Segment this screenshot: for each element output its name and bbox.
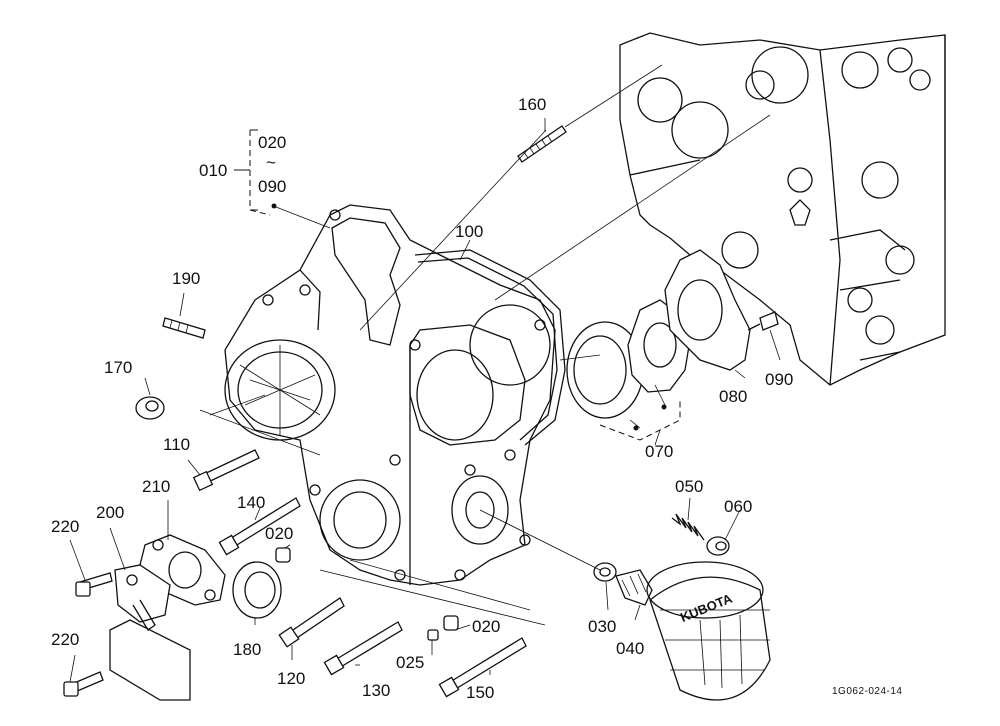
plug-060 <box>706 536 730 556</box>
bolt-130 <box>323 621 403 676</box>
callout-020-low: 020 <box>472 617 500 636</box>
stud-160 <box>517 125 567 163</box>
leader-lines <box>69 64 781 683</box>
callout-190: 190 <box>172 269 200 288</box>
callout-180: 180 <box>233 640 261 659</box>
bolt-110 <box>192 449 260 492</box>
callout-100: 100 <box>455 222 483 241</box>
callout-050: 050 <box>675 477 703 496</box>
callout-060: 060 <box>724 497 752 516</box>
oil-seal-180 <box>232 561 282 619</box>
callout-020-mid: 020 <box>265 524 293 543</box>
plug-020-mid <box>275 547 291 563</box>
callout-120: 120 <box>277 669 305 688</box>
callout-070: 070 <box>645 442 673 461</box>
callout-160: 160 <box>518 95 546 114</box>
oil-filter: KUBOTA <box>646 561 771 701</box>
callout-025: 025 <box>396 653 424 672</box>
callout-040: 040 <box>616 639 644 658</box>
bolt-220-lower <box>63 671 104 697</box>
plug-020-low <box>443 615 459 631</box>
dot-070b <box>661 404 667 410</box>
callout-200: 200 <box>96 503 124 522</box>
spring-050 <box>671 513 705 541</box>
plug-025 <box>427 629 439 641</box>
callout-030: 030 <box>588 617 616 636</box>
callout-170: 170 <box>104 358 132 377</box>
washer-030 <box>593 562 617 582</box>
flange-200 <box>114 564 171 631</box>
dot-070a <box>633 425 639 431</box>
callout-110: 110 <box>163 435 190 454</box>
callout-150: 150 <box>466 683 494 702</box>
bolt-140 <box>218 497 301 556</box>
figure-code: 1G062-024-14 <box>832 686 903 697</box>
dot-010 <box>271 203 277 209</box>
callout-210: 210 <box>142 477 170 496</box>
callout-220-upper: 220 <box>51 517 79 536</box>
callout-220-lower: 220 <box>51 630 79 649</box>
callout-090-top: 090 <box>258 177 286 196</box>
stud-190 <box>162 317 206 339</box>
engine-block <box>619 32 946 386</box>
joint-040 <box>615 569 653 606</box>
bolt-090 <box>747 311 779 331</box>
pump-cover-080 <box>664 249 751 371</box>
callout-010: 010 <box>199 161 227 180</box>
callout-020-top: 020 <box>258 133 286 152</box>
callout-090: 090 <box>765 370 793 389</box>
nut-170 <box>135 396 165 420</box>
callout-140: 140 <box>237 493 265 512</box>
callout-130: 130 <box>362 681 390 700</box>
bracket-010-tick <box>234 129 258 211</box>
bolt-220-upper <box>75 572 113 597</box>
gear-case <box>224 204 556 586</box>
callout-080: 080 <box>719 387 747 406</box>
gasket-100 <box>414 249 566 446</box>
callout-labels: 010 020 ~ 090 160 100 190 170 110 210 20… <box>51 95 793 702</box>
bolt-150 <box>438 637 527 698</box>
bolt-120 <box>278 597 345 648</box>
callout-tilde: ~ <box>266 153 276 172</box>
bracket-plate <box>109 619 191 701</box>
